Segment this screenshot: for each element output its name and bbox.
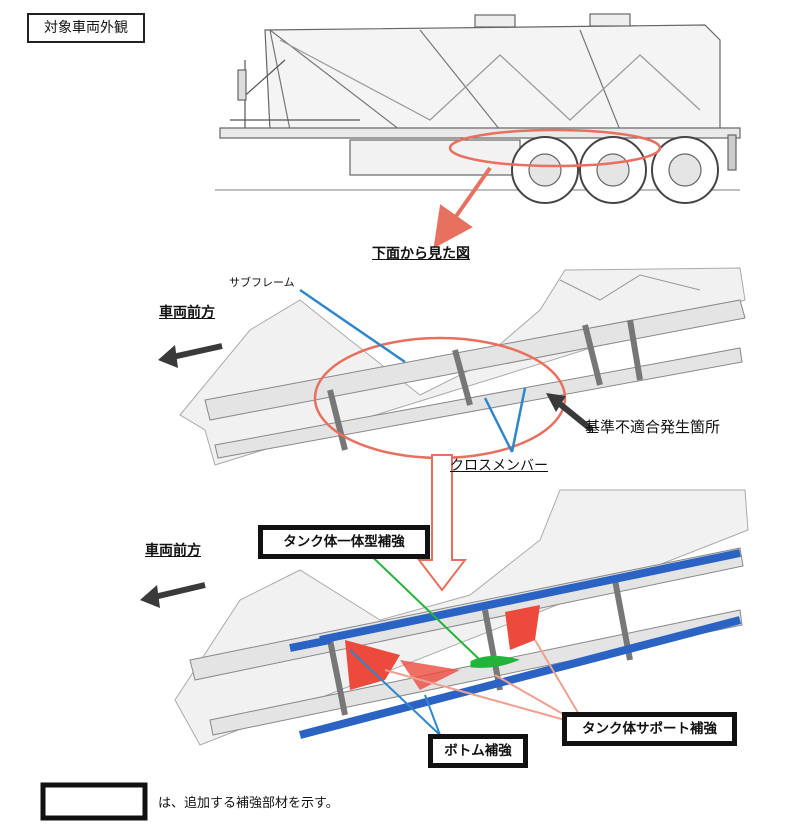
- crossmember-label: クロスメンバー: [450, 458, 548, 474]
- tank-integrated-reinforcement: [470, 655, 520, 668]
- tank-support-leader-2: [494, 674, 571, 719]
- tank-integrated-leader: [359, 544, 481, 661]
- underside-view-caption: 下面から見た図: [372, 246, 470, 262]
- bottom-leader-2: [424, 694, 441, 736]
- tank-support-leader-1: [384, 669, 566, 721]
- bottom-reinforcement-callout: ボトム補強: [428, 734, 528, 768]
- top-highlight-ellipse: [448, 128, 662, 168]
- transition-arrow: [416, 454, 468, 592]
- legend-text: は、追加する補強部材を示す。: [158, 796, 339, 811]
- tank-integrated-callout: タンク体一体型補強: [258, 525, 430, 559]
- front-arrow-after: [140, 582, 206, 608]
- front-label-before: 車両前方: [159, 305, 215, 321]
- nonconformity-label: 基準不適合発生箇所: [585, 418, 721, 436]
- tank-support-callout: タンク体サポート補強: [562, 712, 737, 746]
- nonconformity-pointer: [546, 393, 594, 433]
- front-label-after: 車両前方: [145, 543, 201, 559]
- front-arrow-before: [158, 343, 223, 368]
- legend-swatch: [40, 782, 148, 821]
- crossmember-leader-1: [483, 397, 514, 453]
- subframe-label: サブフレーム: [229, 276, 295, 289]
- subframe-leader: [299, 288, 406, 364]
- tank-support-reinforcement: [345, 605, 540, 690]
- bottom-leader-1: [349, 649, 441, 736]
- tank-support-leader-3: [534, 639, 581, 717]
- top-pointer-arrow: [433, 166, 492, 249]
- crossmember-leader-2: [510, 387, 527, 453]
- header-title: 対象車両外観: [27, 13, 145, 43]
- truck-side-view: [215, 13, 741, 204]
